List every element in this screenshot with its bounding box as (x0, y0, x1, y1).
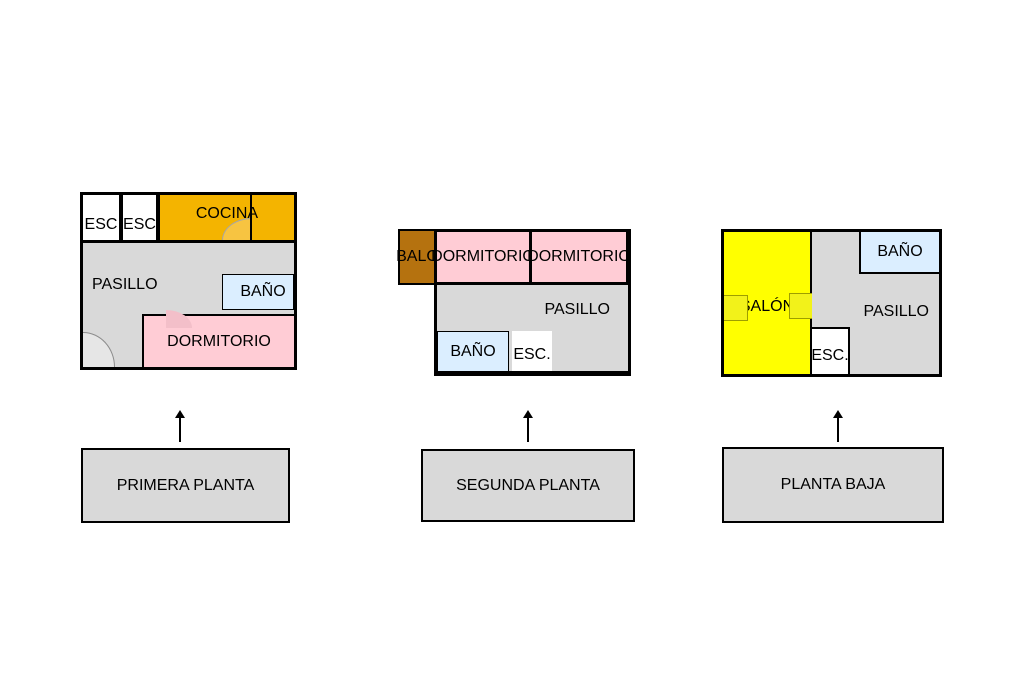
caption-label: SEGUNDA PLANTA (456, 476, 600, 494)
room-esc-segunda: ESC. (512, 331, 552, 373)
room-bano-3: BAÑO (859, 232, 939, 274)
room-cocina: COCINA (160, 195, 294, 240)
room-label-bano-2: BAÑO (450, 343, 496, 360)
room-esc-1: ESC (83, 195, 119, 240)
up-arrow-icon (175, 410, 185, 442)
living-door-right (789, 293, 812, 319)
room-label-esc-2: ESC (123, 215, 156, 233)
caption-label: PLANTA BAJA (780, 476, 886, 493)
room-label-dormitorio-1: DORMITORIO (431, 248, 535, 265)
living-door-left (724, 295, 748, 321)
floor-plan-primera-planta: PASILLO ESC ESC COCINA BAÑO DORMITORIO (80, 192, 297, 370)
room-dormitorio-2: DORMITORIO (527, 232, 631, 282)
room-bano: BAÑO (222, 274, 294, 310)
up-arrow-icon (523, 410, 533, 442)
room-label-salon: SALÓN (739, 298, 795, 315)
room-label-pasillo-3: PASILLO (863, 303, 929, 320)
caption-planta-baja: PLANTA BAJA (722, 447, 944, 523)
room-balc: BALC (396, 229, 438, 285)
room-esc-baja: ESC. (810, 327, 850, 374)
room-label-dormitorio: DORMITORIO (167, 332, 271, 350)
room-bano-2: BAÑO (437, 331, 509, 373)
caption-segunda-planta: SEGUNDA PLANTA (421, 449, 635, 522)
room-dormitorio-1: DORMITORIO (431, 232, 535, 282)
room-label-pasillo-2: PASILLO (544, 301, 610, 318)
room-esc-2: ESC (123, 195, 156, 240)
floor-plan-planta-baja: PASILLO SALÓN BAÑO ESC. (721, 229, 942, 377)
floor-plan-segunda-planta: BALC PASILLO DORMITORIO DORMITORIO BAÑO … (396, 229, 631, 376)
room-label-balc: BALC (396, 248, 438, 265)
room-label-pasillo: PASILLO (92, 276, 158, 293)
caption-label: PRIMERA PLANTA (116, 476, 255, 494)
room-label-cocina: COCINA (195, 205, 259, 222)
up-arrow-icon (833, 410, 843, 442)
caption-primera-planta: PRIMERA PLANTA (81, 448, 290, 523)
room-dormitorio: DORMITORIO (142, 314, 294, 367)
room-label-esc-segunda: ESC. (513, 346, 551, 363)
room-label-bano: BAÑO (240, 283, 286, 300)
room-label-dormitorio-2: DORMITORIO (527, 248, 631, 265)
room-label-esc-baja: ESC. (811, 346, 849, 364)
room-label-esc-1: ESC (84, 215, 118, 233)
room-label-bano-3: BAÑO (877, 243, 923, 260)
